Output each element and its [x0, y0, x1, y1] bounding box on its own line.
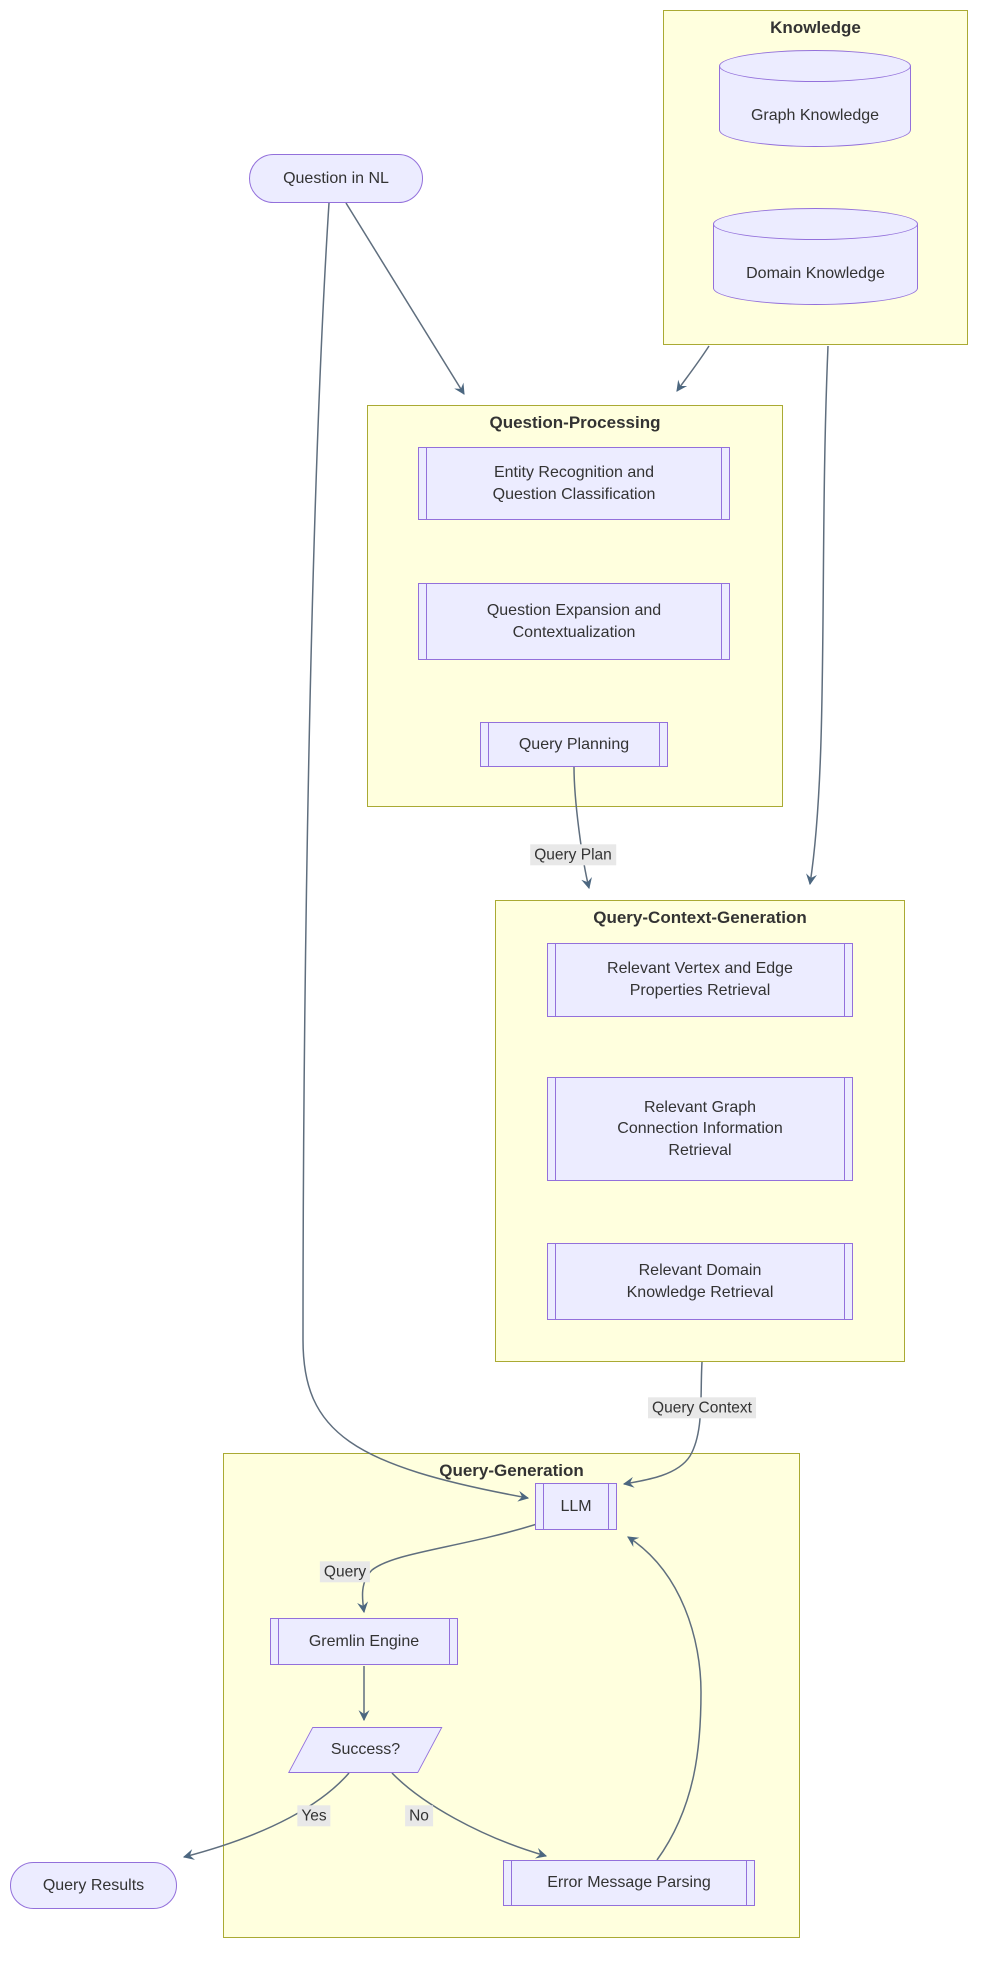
- edge-label-no: No: [405, 1805, 433, 1827]
- node-error-message-parsing: Error Message Parsing: [503, 1860, 755, 1906]
- edge-label-query: Query: [319, 1561, 371, 1583]
- edge-query-planning-to-query-context-generation: [573, 766, 592, 890]
- node-query-results-label: Query Results: [42, 1876, 145, 1894]
- edge-knowledge-to-query-context-generation: [806, 345, 829, 886]
- node-domain-knowledge-label: Domain Knowledge: [746, 264, 885, 282]
- node-question-in-nl: Question in NL: [249, 154, 423, 203]
- cylinder-top: [713, 208, 918, 240]
- edge-question-nl-to-question-processing: [345, 202, 465, 395]
- node-gremlin-engine-label: Gremlin Engine: [308, 1632, 420, 1650]
- node-entity-recognition-label: Entity Recognition and Question Classifi…: [492, 463, 656, 503]
- edge-question-nl-to-llm: [302, 202, 530, 1502]
- edge-error-message-parsing-to-llm: [627, 1536, 702, 1861]
- cluster-query-generation: Query-Generation: [223, 1453, 800, 1938]
- edge-label-yes: Yes: [297, 1805, 331, 1827]
- node-success-label: Success?: [330, 1741, 401, 1758]
- node-graph-connection-retrieval: Relevant Graph Connection Information Re…: [547, 1077, 853, 1181]
- cluster-query-generation-title: Query-Generation: [439, 1461, 584, 1480]
- node-vertex-edge-retrieval-label: Relevant Vertex and Edge Properties Retr…: [607, 960, 793, 999]
- node-gremlin-engine: Gremlin Engine: [270, 1618, 458, 1665]
- node-query-planning-label: Query Planning: [518, 735, 630, 753]
- node-llm: LLM: [535, 1483, 617, 1530]
- cylinder-top: [719, 50, 911, 82]
- edge-query-context-generation-to-llm: [622, 1361, 703, 1488]
- cluster-query-context-generation-title: Query-Context-Generation: [593, 908, 807, 927]
- node-graph-knowledge: Graph Knowledge: [719, 50, 911, 147]
- node-vertex-edge-retrieval: Relevant Vertex and Edge Properties Retr…: [547, 943, 853, 1017]
- node-question-expansion: Question Expansion and Contextualization: [418, 583, 730, 660]
- edge-label-query-plan: Query Plan: [530, 844, 616, 866]
- node-error-message-parsing-label: Error Message Parsing: [547, 1874, 711, 1892]
- node-question-in-nl-label: Question in NL: [283, 169, 389, 187]
- node-query-results: Query Results: [10, 1862, 177, 1909]
- cluster-question-processing-title: Question-Processing: [489, 413, 661, 432]
- node-domain-knowledge-retrieval: Relevant Domain Knowledge Retrieval: [547, 1243, 853, 1320]
- edge-llm-to-gremlin-engine: [357, 1523, 538, 1614]
- cluster-knowledge-title: Knowledge: [770, 18, 861, 37]
- node-domain-knowledge: Domain Knowledge: [713, 208, 918, 305]
- node-entity-recognition: Entity Recognition and Question Classifi…: [418, 447, 730, 520]
- edge-knowledge-to-question-processing: [676, 345, 710, 392]
- node-question-expansion-label: Question Expansion and Contextualization: [486, 601, 662, 641]
- edge-label-query-context: Query Context: [648, 1397, 756, 1419]
- node-success: Success?: [288, 1727, 443, 1773]
- node-graph-connection-retrieval-label: Relevant Graph Connection Information Re…: [617, 1098, 783, 1159]
- node-llm-label: LLM: [560, 1497, 592, 1515]
- edge-success-to-query-results: [182, 1772, 350, 1860]
- node-graph-knowledge-label: Graph Knowledge: [750, 106, 880, 124]
- node-domain-knowledge-retrieval-label: Relevant Domain Knowledge Retrieval: [626, 1261, 774, 1301]
- edge-success-to-error-message-parsing: [391, 1772, 548, 1859]
- node-query-planning: Query Planning: [480, 722, 668, 767]
